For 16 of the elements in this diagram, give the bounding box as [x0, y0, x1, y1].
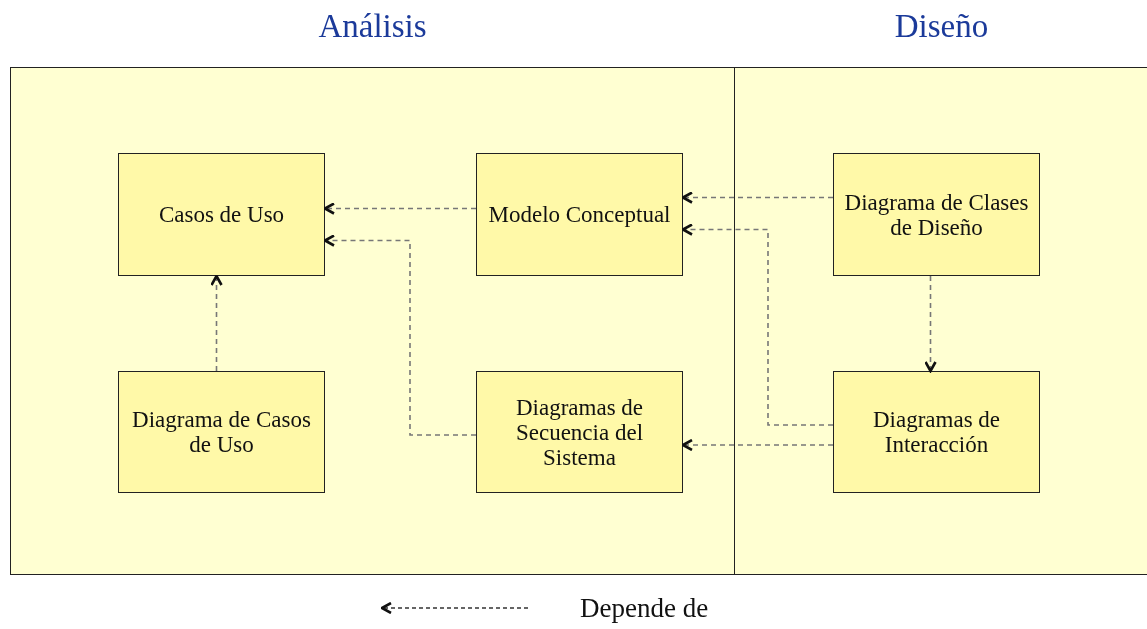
dependency-arrow [681, 191, 834, 204]
dependency-arrow [323, 202, 477, 215]
process-box: Diagrama de Casos de Uso [118, 371, 325, 493]
process-box: Diagramas de Interacción [833, 371, 1040, 493]
process-box: Casos de Uso [118, 153, 325, 276]
section-heading: Análisis [318, 7, 427, 46]
dependency-arrow [924, 275, 937, 373]
section-heading: Diseño [894, 7, 989, 46]
process-box: Diagrama de Clases de Diseño [833, 153, 1040, 276]
dependency-arrow [323, 234, 477, 436]
process-box: Diagramas de Secuencia del Sistema [476, 371, 683, 493]
dependency-arrow [681, 438, 834, 452]
legend-text: Depende de [580, 592, 709, 624]
process-box: Modelo Conceptual [476, 153, 683, 276]
dependency-arrow [681, 223, 834, 426]
dependency-arrow [210, 274, 223, 372]
